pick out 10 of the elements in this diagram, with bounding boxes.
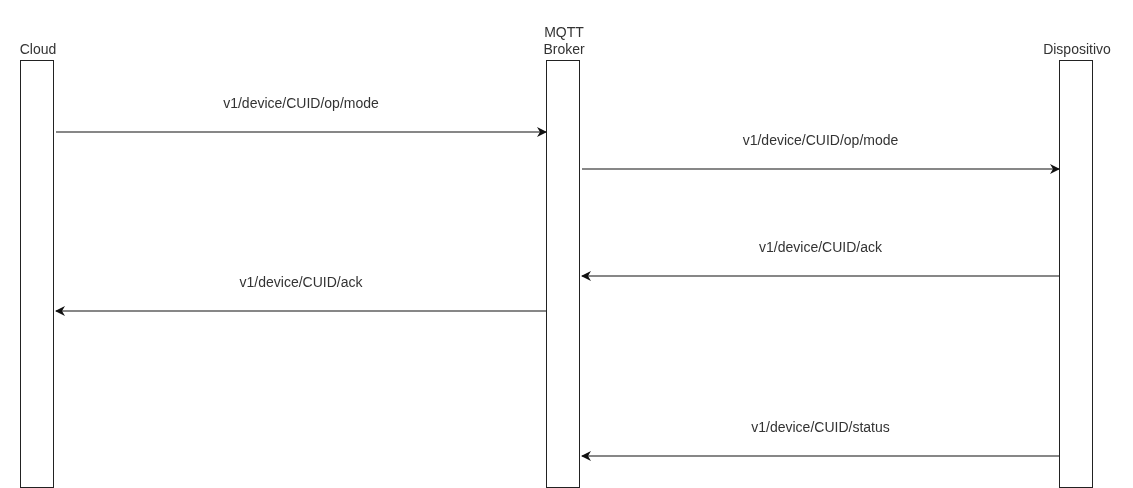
edge-label: v1/device/CUID/op/mode — [740, 132, 901, 149]
lifeline-heading: MQTT Broker — [542, 24, 586, 58]
lifeline-heading: Dispositivo — [1042, 41, 1112, 58]
arrow — [55, 306, 547, 316]
edge-label: v1/device/CUID/op/mode — [221, 95, 381, 112]
lifeline-heading: Cloud — [18, 41, 58, 58]
arrow — [581, 271, 1060, 281]
arrow — [581, 164, 1060, 174]
arrow — [55, 127, 547, 137]
arrow — [581, 451, 1060, 461]
